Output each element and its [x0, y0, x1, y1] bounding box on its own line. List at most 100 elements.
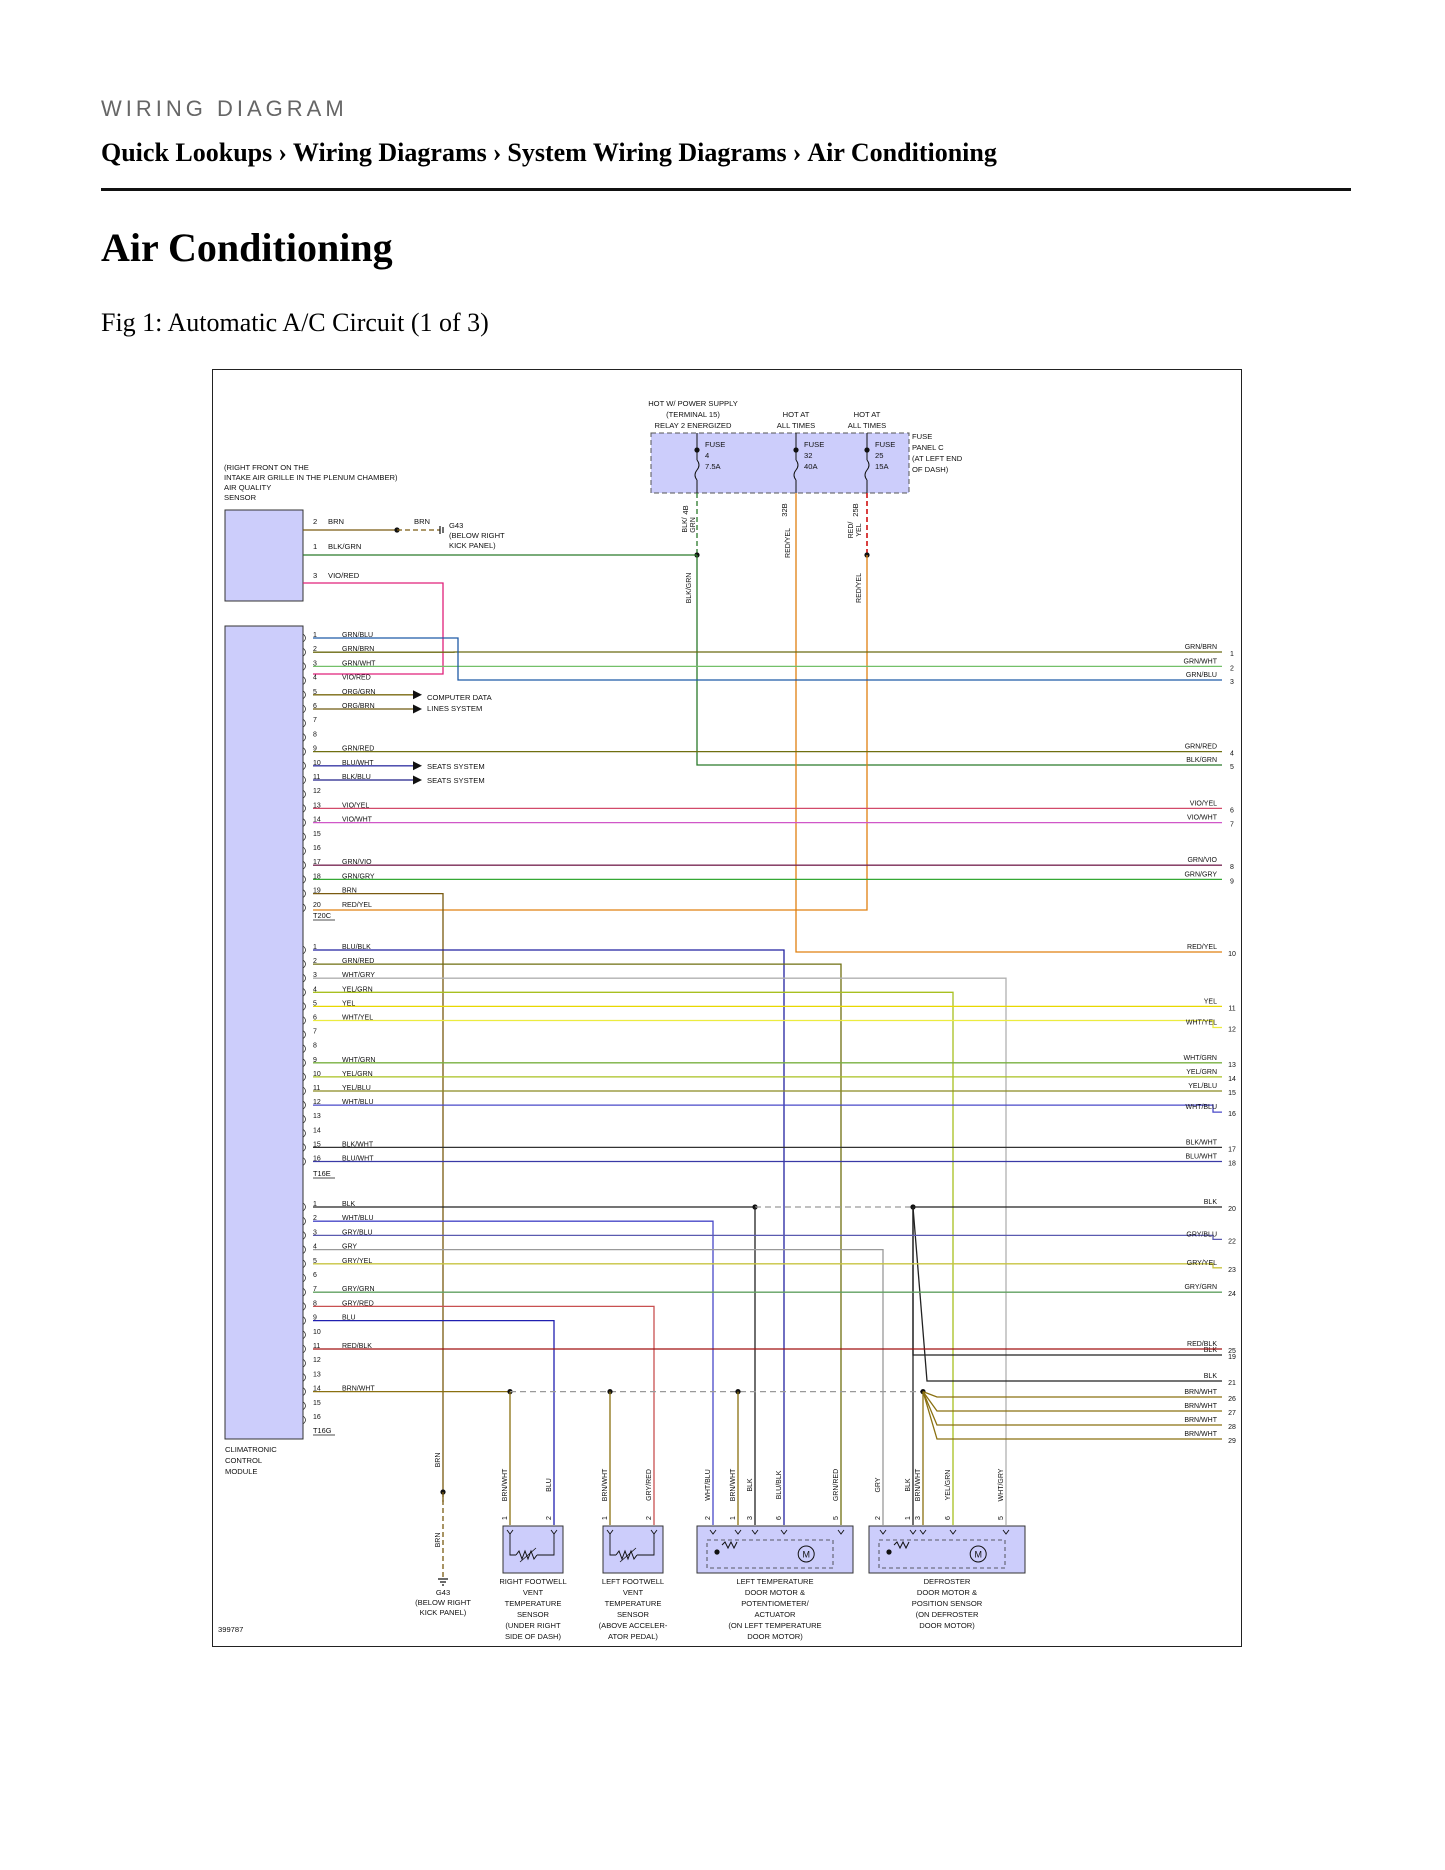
pin-symbol [302, 733, 306, 742]
pin-symbol [302, 690, 306, 700]
reference-number: 28 [1228, 1424, 1236, 1431]
fuse-terminal-label: 32B [780, 503, 789, 517]
wire-label: GRY/BLU [342, 1229, 373, 1236]
pin-symbol [302, 647, 306, 657]
wire-label: GRN/BLU [1186, 672, 1217, 679]
pin-number: 12 [313, 1099, 321, 1106]
component-label: DOOR MOTOR & [917, 1588, 977, 1597]
pin-number: 2 [313, 646, 317, 653]
connector-name: T16E [313, 1169, 331, 1178]
wire-label: BRN/WHT [1184, 1403, 1217, 1410]
diagram-label: RED/ [848, 522, 855, 539]
wire-label: WHT/YEL [1186, 1020, 1217, 1027]
breadcrumb-item-wiring-diagrams[interactable]: Wiring Diagrams [292, 138, 487, 167]
reference-number: 27 [1228, 1410, 1236, 1417]
pin-symbol [302, 747, 306, 756]
motor-icon [969, 1545, 987, 1563]
fuse-terminal-dot [793, 447, 799, 453]
climatronic-control-module [224, 625, 304, 1440]
reference-number: 21 [1228, 1380, 1236, 1387]
pin-arrow-icon [734, 1529, 742, 1535]
pin-number: 10 [313, 760, 321, 767]
pin-arrow-icon [909, 1529, 917, 1535]
wire-label: GRN/BRN [1185, 644, 1217, 651]
pin-number: 12 [313, 1357, 321, 1364]
wire [313, 1319, 555, 1525]
pin-arrow-icon [709, 1529, 717, 1535]
pin-number: 4 [313, 675, 317, 682]
breadcrumb-separator: › [492, 138, 502, 167]
diagram-label: BLK/GRN [686, 573, 693, 604]
pin-number: 2 [546, 1516, 553, 1520]
reference-number: 3 [1230, 679, 1234, 686]
pin-symbol [302, 1128, 306, 1138]
wire-label: WHT/GRY [998, 1468, 1005, 1501]
pin-number: 6 [776, 1516, 783, 1520]
pin-symbol [302, 1415, 306, 1425]
pin-number: 5 [313, 1000, 317, 1007]
wire-label: BLU [342, 1315, 356, 1322]
pin-number: 18 [313, 873, 321, 880]
wire-label: GRY [875, 1477, 882, 1492]
wire-label: RED/YEL [1187, 944, 1217, 951]
pin-symbol [302, 1231, 306, 1240]
component-label: (ON LEFT TEMPERATURE [728, 1621, 821, 1630]
pin-symbol [302, 860, 306, 870]
breadcrumb-item-system-wiring-diagrams[interactable]: System Wiring Diagrams [507, 138, 787, 167]
pin-number: 8 [313, 731, 317, 738]
pin-symbol [302, 704, 306, 714]
pin-symbol [302, 945, 306, 955]
reference-number: 1 [1230, 651, 1234, 658]
destination-label: SEATS SYSTEM [427, 776, 485, 785]
pin-number: 3 [747, 1516, 754, 1520]
breadcrumb-item-quick-lookups[interactable]: Quick Lookups [101, 138, 273, 167]
pin-symbol [302, 1002, 306, 1011]
pin-symbol [302, 987, 306, 997]
fuse-terminal-dot [694, 447, 700, 453]
wire-label: BRN/WHT [342, 1386, 375, 1393]
wire-label: BLK [1204, 1347, 1218, 1354]
wire-label: BLK/WHT [1186, 1139, 1218, 1146]
pin-symbol [302, 1358, 306, 1368]
splice-dot [714, 1549, 720, 1555]
wire-label: GRY/BLU [1186, 1231, 1217, 1238]
reference-number: 15 [1228, 1090, 1236, 1097]
pin-symbol [302, 818, 306, 827]
pin-arrow-icon [1002, 1529, 1010, 1535]
wire-label: YEL [342, 1000, 355, 1007]
wire-label: BRN/WHT [1184, 1389, 1217, 1396]
fuse-panel-label: PANEL C [912, 443, 944, 452]
pin-number: 5 [313, 689, 317, 696]
wire-label: GRY/RED [646, 1469, 653, 1501]
pin-symbol [302, 1287, 306, 1297]
ground-label: G43 [436, 1588, 450, 1597]
reference-number: 20 [1228, 1206, 1236, 1213]
wire-label: YEL [1204, 998, 1217, 1005]
wire [313, 1234, 1222, 1241]
wire-label: VIO/RED [328, 571, 360, 580]
breadcrumb-separator: › [278, 138, 287, 167]
figure-caption: Fig 1: Automatic A/C Circuit (1 of 3) [101, 308, 489, 337]
wire-label: GRY/RED [342, 1300, 374, 1307]
wire [912, 1207, 1222, 1356]
pin-arrow-icon [879, 1529, 887, 1535]
component-label: LEFT TEMPERATURE [736, 1577, 813, 1586]
reference-number: 4 [1230, 751, 1234, 758]
pin-number: 1 [313, 632, 317, 639]
supply-label: RELAY 2 ENERGIZED [655, 421, 732, 430]
wire [313, 1263, 1222, 1269]
wire [313, 1019, 1222, 1029]
pin-number: 6 [945, 1516, 952, 1520]
pin-symbol [302, 1072, 306, 1082]
wire-label: VIO/RED [342, 675, 371, 682]
reference-number: 10 [1228, 951, 1236, 958]
resistor-lead [609, 1534, 616, 1556]
ground-label: KICK PANEL) [449, 541, 496, 550]
wire-label: BLK/GRN [328, 542, 361, 551]
actuator-housing [706, 1539, 834, 1569]
wire-label: BRN/WHT [1184, 1417, 1217, 1424]
pin-arrow-icon [837, 1529, 845, 1535]
pin-number: 4 [313, 1244, 317, 1251]
wire-blk-grn [696, 555, 1222, 766]
component-4 [868, 1525, 1026, 1574]
